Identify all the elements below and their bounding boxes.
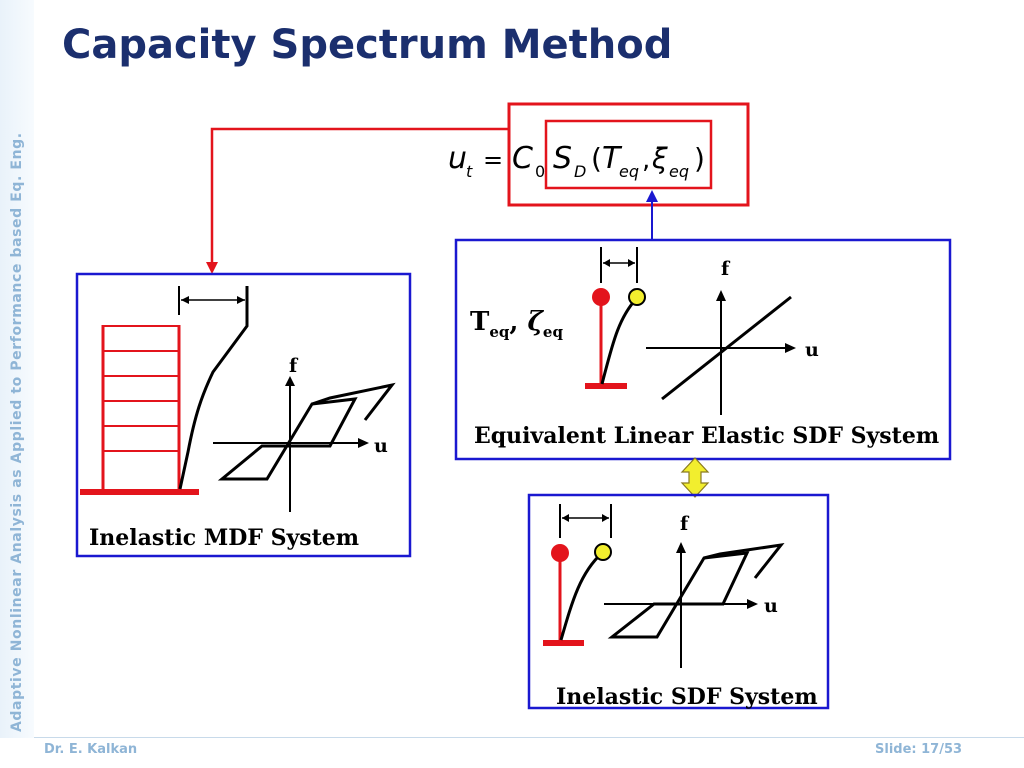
sdf-axis-f-label: f xyxy=(680,513,690,535)
footer-author: Dr. E. Kalkan xyxy=(44,742,138,757)
eq-s-sub: D xyxy=(574,162,586,181)
elastic-param-label: Teq, ζeq xyxy=(470,307,563,341)
footer-divider xyxy=(34,737,1024,738)
elastic-dim-arrow-left xyxy=(603,259,610,267)
mdf-deformed-shape xyxy=(178,286,249,490)
eq-s: S xyxy=(553,141,572,176)
eq-close-paren: ) xyxy=(694,142,705,175)
elastic-mass-red xyxy=(592,288,610,306)
side-band xyxy=(0,0,34,738)
mdf-axis-f-arrow xyxy=(285,376,295,386)
sdf-mass-red xyxy=(551,544,569,562)
mdf-axis-f-label: f xyxy=(289,355,299,377)
sdf-box: f u Inelastic SDF System xyxy=(527,493,830,710)
sdf-deformed-column xyxy=(559,551,604,641)
eq-u-sub: t xyxy=(466,162,473,181)
eq-t: T xyxy=(602,141,623,176)
sdf-dim-arrow-right xyxy=(602,514,609,522)
eq-equals: = xyxy=(483,146,503,174)
sdf-axis-f-arrow xyxy=(676,542,686,553)
eq-open-paren: ( xyxy=(591,142,602,175)
equation-inner-box xyxy=(544,119,713,190)
mdf-axis-u-label: u xyxy=(374,435,388,457)
eq-xi: ξ xyxy=(651,142,668,175)
sdf-box-border xyxy=(527,493,830,710)
mdf-hysteresis-loop xyxy=(217,397,358,481)
elastic-dim-arrow-right xyxy=(628,259,635,267)
sdf-dim-arrow-left xyxy=(562,514,569,522)
sdf-mass-yellow xyxy=(594,543,612,561)
sdf-caption: Inelastic SDF System xyxy=(556,684,818,710)
elastic-linear-line xyxy=(661,295,792,401)
elastic-axis-f-label: f xyxy=(721,258,731,280)
elastic-axis-f-arrow xyxy=(716,290,726,301)
equation-outer-box xyxy=(507,102,750,207)
elastic-mass-yellow xyxy=(628,288,646,306)
eq-c: C xyxy=(512,141,533,176)
sdf-hysteresis-loop xyxy=(607,551,750,639)
blue-connector-arrowhead xyxy=(646,190,658,202)
eq-comma: , xyxy=(642,145,650,175)
eq-u: u xyxy=(448,141,467,176)
elastic-box: Teq, ζeq f u Equivalent Linear Elastic S… xyxy=(454,238,952,461)
red-connector-arrowhead xyxy=(206,262,218,274)
equation-group: u t = C 0 S D ( T eq , ξ eq ) xyxy=(448,102,750,207)
red-connector-line xyxy=(210,127,509,264)
mdf-box: f u Inelastic MDF System xyxy=(75,272,412,558)
mdf-axis-u-arrow xyxy=(358,438,369,448)
elastic-axis-u-label: u xyxy=(805,339,819,361)
elastic-box-border xyxy=(454,238,952,461)
eq-c-sub: 0 xyxy=(535,162,545,181)
slide-title: Capacity Spectrum Method xyxy=(62,22,673,68)
footer-slide-number: Slide: 17/53 xyxy=(875,742,963,757)
sdf-hysteresis-branch xyxy=(703,542,785,579)
eq-t-sub: eq xyxy=(619,162,639,181)
mdf-box-border xyxy=(75,272,412,558)
mdf-hysteresis-branch xyxy=(311,382,396,421)
elastic-axis-u-arrow xyxy=(785,343,796,353)
mdf-caption: Inelastic MDF System xyxy=(89,525,359,551)
mdf-dim-arrow-left xyxy=(181,296,189,304)
eq-xi-sub: eq xyxy=(669,162,689,181)
equivalence-double-arrow xyxy=(680,457,710,498)
elastic-deformed-column xyxy=(600,296,639,385)
sdf-axis-u-label: u xyxy=(764,595,778,617)
mdf-dim-arrow-right xyxy=(237,296,245,304)
elastic-caption: Equivalent Linear Elastic SDF System xyxy=(474,423,939,449)
sdf-axis-u-arrow xyxy=(747,599,758,609)
